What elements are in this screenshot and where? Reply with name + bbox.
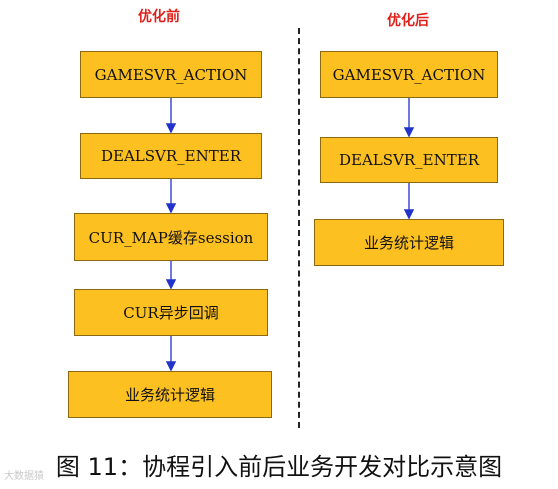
step-dealsvr-enter-before: DEALSVR_ENTER — [80, 133, 262, 179]
step-gamesvr-action-after: GAMESVR_ACTION — [320, 51, 498, 98]
before-title: 优化前 — [138, 9, 180, 25]
step-gamesvr-action-before: GAMESVR_ACTION — [80, 51, 262, 98]
step-cur-async-callback: CUR异步回调 — [74, 289, 268, 336]
after-title: 优化后 — [387, 13, 429, 29]
watermark: 大数据猿 — [4, 471, 44, 482]
step-business-stats-before: 业务统计逻辑 — [68, 371, 272, 418]
step-cur-map-cache-session: CUR_MAP缓存session — [74, 213, 268, 261]
step-dealsvr-enter-after: DEALSVR_ENTER — [320, 137, 498, 183]
step-business-stats-after: 业务统计逻辑 — [314, 219, 504, 266]
column-divider — [298, 28, 300, 428]
figure-caption: 图 11：协程引入前后业务开发对比示意图 — [55, 453, 503, 481]
